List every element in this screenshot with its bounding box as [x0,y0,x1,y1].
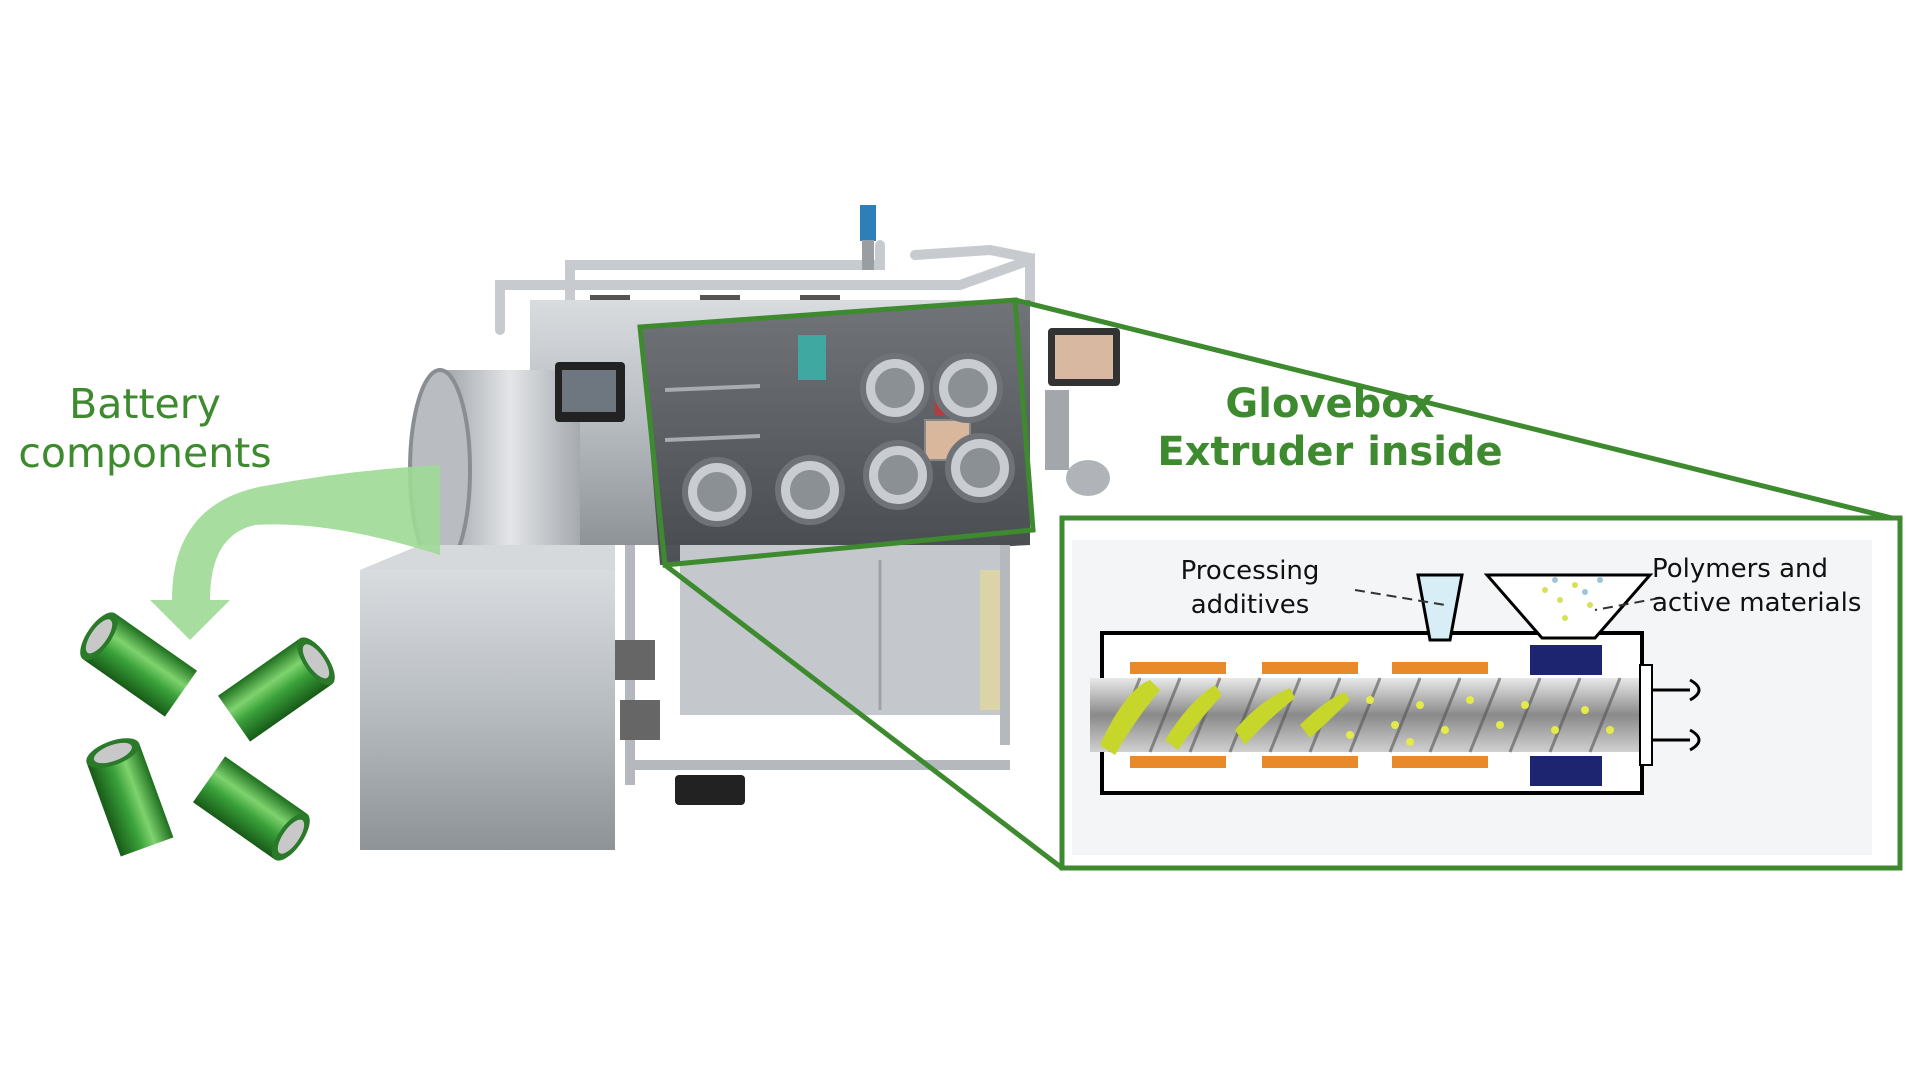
heater-bands [1130,662,1488,768]
glovebox-window [640,300,1030,565]
polymers-label-line-1: Polymers and [1652,554,1829,584]
battery-flow-arrow [150,465,440,640]
extruder-inset [1059,515,1903,871]
battery-cell-1 [80,612,198,717]
battery-components-label: Battery components [0,380,290,478]
polymers-label-line-2: active materials [1652,587,1862,618]
glovebox-label-line-1: Glovebox [1225,381,1435,427]
zoom-outline [637,297,1901,870]
base-cabinet [680,545,1010,715]
processing-additives-label: Processing additives [1150,555,1350,623]
glovebox-label: Glovebox Extruder inside [1120,380,1540,476]
feeder-zone [1530,645,1602,786]
top-valve [860,205,876,241]
processing-label-line-2: additives [1190,589,1310,620]
polymers-label: Polymers and active materials [1652,553,1882,621]
battery-label-line-2: components [18,429,272,478]
battery-cell-2 [217,637,335,742]
battery-cell-4 [192,756,310,861]
processing-label-line-1: Processing [1180,556,1320,586]
piping [495,240,1035,335]
side-cabinet [360,570,615,850]
teal-canister [798,335,826,380]
additive-hopper [1416,573,1464,642]
battery-cells [80,612,335,861]
glovebox-machine [360,205,1120,850]
polymer-hopper [1483,573,1654,640]
polymer-melt [1100,680,1350,755]
foot-pedal [675,775,745,805]
battery-label-line-1: Battery [69,380,221,428]
battery-cell-3 [86,738,174,857]
glovebox-label-line-2: Extruder inside [1157,429,1503,475]
